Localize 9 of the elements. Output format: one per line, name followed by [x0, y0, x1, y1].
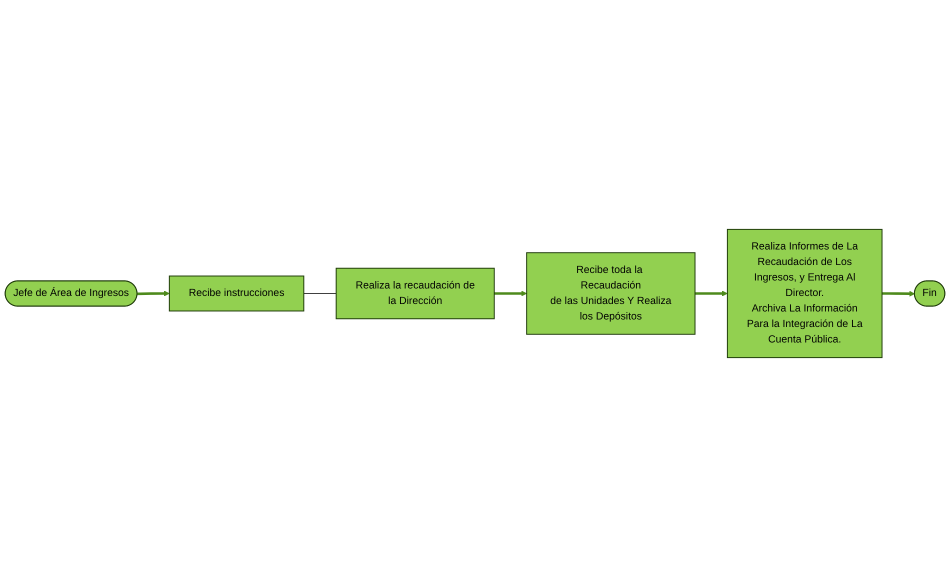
arrow	[882, 290, 915, 297]
node-box: Recibe toda la Recaudación de las Unidades Y Realiza los Depósitos	[526, 252, 696, 335]
node-box: Recibe instrucciones	[168, 276, 304, 312]
node-box: Realiza la recaudación de la Dirección	[336, 268, 495, 320]
connector	[303, 293, 337, 294]
arrow	[137, 290, 170, 296]
arrow	[494, 290, 527, 296]
node-box: Realiza Informes de La Recaudación de Los Ingresos, y Entrega Al Director. Archiva La Información Para la Integración de La Cuenta Pública.	[726, 228, 883, 358]
arrow	[695, 290, 728, 296]
